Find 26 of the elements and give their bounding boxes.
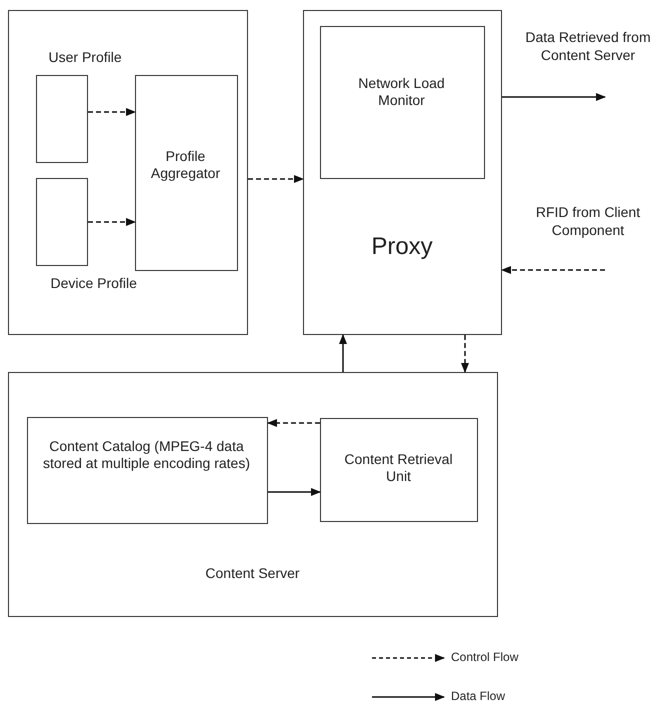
arrow <box>501 266 605 274</box>
process-box <box>134 74 238 270</box>
node-label: Content Server <box>204 565 301 582</box>
arrow <box>268 488 321 496</box>
process-box <box>26 416 268 524</box>
box-heading: User Profile <box>48 48 123 66</box>
process-box <box>320 418 478 522</box>
node-label: Content Retrieval Unit <box>343 450 454 484</box>
box-heading: Device Profile <box>50 274 138 292</box>
arrow <box>339 334 347 372</box>
group-box <box>8 10 248 335</box>
node-label: Profile Aggregator <box>150 148 222 182</box>
arrow <box>461 335 469 373</box>
arrow <box>267 419 320 427</box>
node-label: Network Load Monitor <box>357 74 446 108</box>
proxy-box <box>303 10 502 335</box>
legend-label: Data Flow <box>451 689 506 703</box>
legend-label: Control Flow <box>451 650 518 664</box>
server-box <box>8 372 498 617</box>
arrow <box>248 175 304 183</box>
arrow <box>502 93 606 101</box>
node-label: Content Catalog (MPEG-4 data stored at multiple encoding rates) <box>42 438 250 472</box>
arrow <box>88 108 136 116</box>
arrow <box>88 218 136 226</box>
process-box <box>320 26 484 178</box>
node-label: Proxy <box>370 233 434 261</box>
